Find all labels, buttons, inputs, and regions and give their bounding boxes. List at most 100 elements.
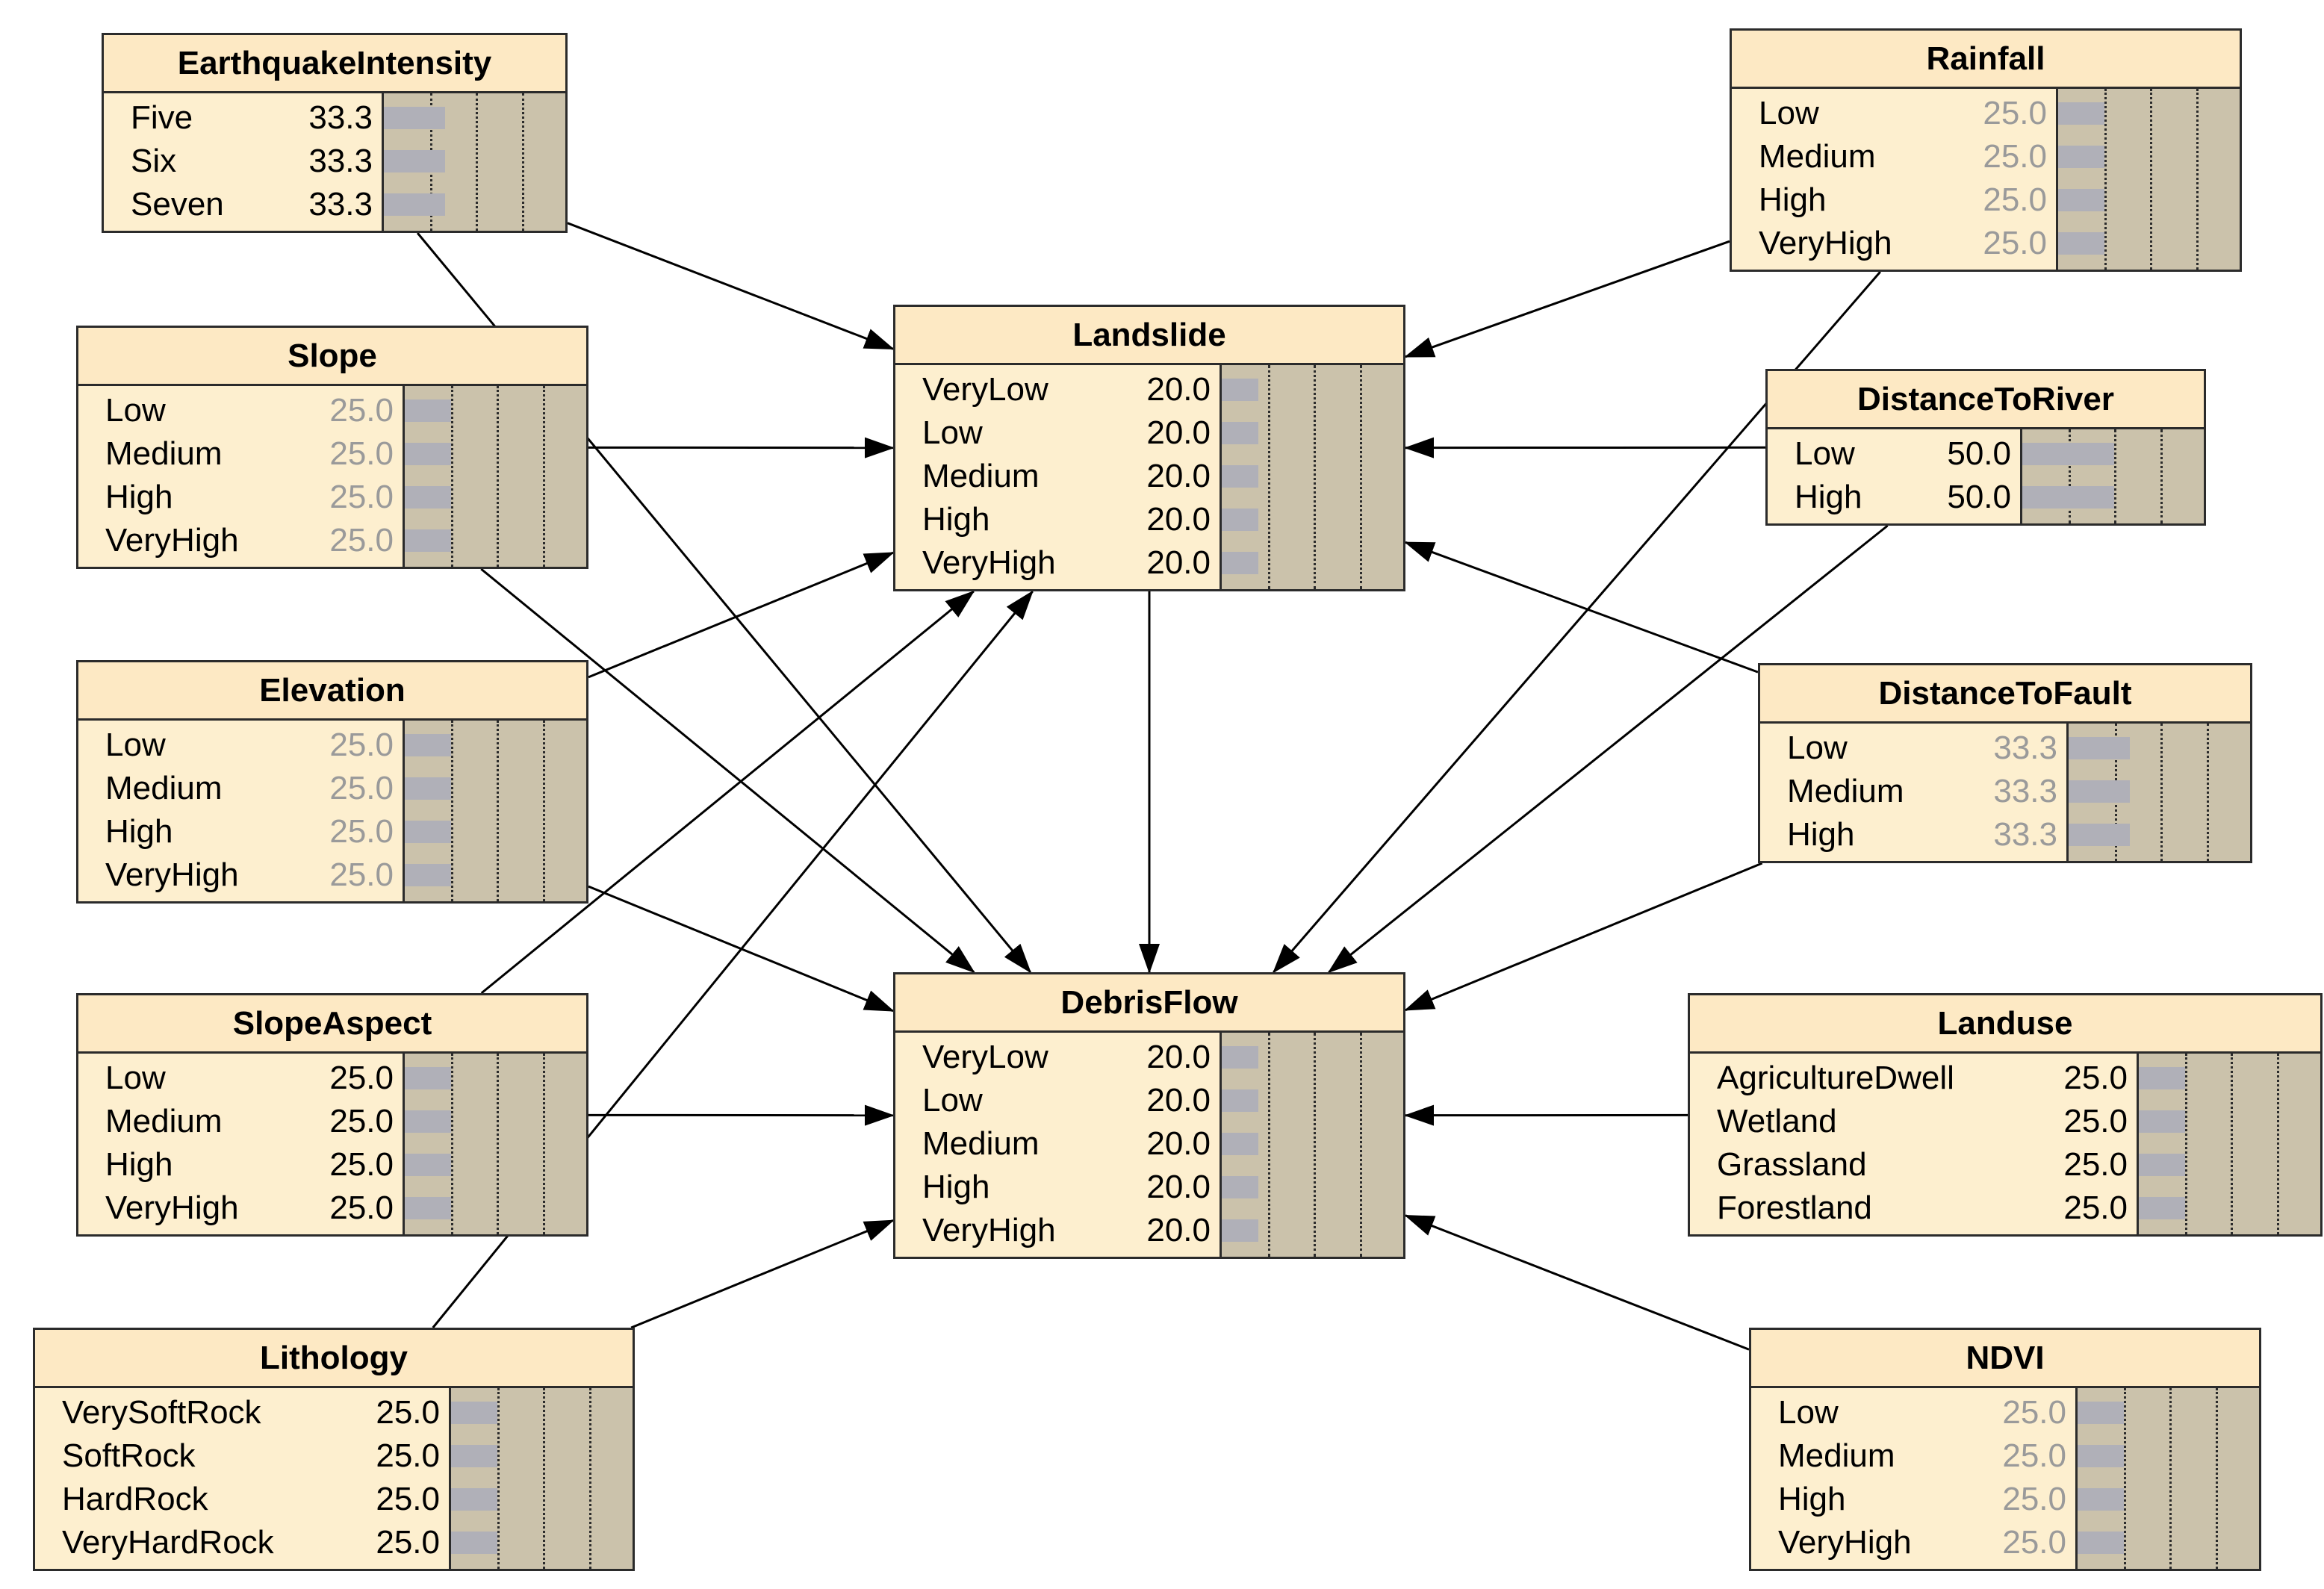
belief-bar xyxy=(1222,1133,1258,1155)
state-probability: 20.0 xyxy=(1146,1212,1211,1248)
bar-gridline xyxy=(2216,1388,2218,1569)
bar-gridline xyxy=(2124,1388,2126,1569)
belief-bar xyxy=(1222,422,1258,444)
bar-gridline xyxy=(451,1054,453,1234)
belief-bar xyxy=(1222,509,1258,531)
state-probability: 20.0 xyxy=(1146,501,1211,538)
belief-bar xyxy=(405,1067,451,1089)
belief-bar xyxy=(405,864,451,886)
bar-gridline xyxy=(1268,1033,1270,1257)
bar-gridline xyxy=(1314,365,1316,589)
belief-bar xyxy=(2078,1402,2124,1424)
belief-bar xyxy=(1222,1176,1258,1198)
bar-gridline xyxy=(1360,365,1362,589)
belief-bar xyxy=(2058,232,2104,255)
state-probability: 33.3 xyxy=(308,99,373,136)
state-probability: 20.0 xyxy=(1146,1125,1211,1162)
belief-bar xyxy=(2078,1445,2124,1467)
belief-bar xyxy=(384,150,445,172)
state-label: Medium xyxy=(105,770,223,806)
state-label: Low xyxy=(922,1082,983,1119)
state-row[interactable]: High 20.0 xyxy=(895,498,1220,541)
belief-bar-area xyxy=(2020,429,2204,523)
belief-bar xyxy=(405,1197,451,1219)
state-label: VeryLow xyxy=(922,1039,1048,1075)
node-title: Lithology xyxy=(35,1330,633,1388)
state-probability: 25.0 xyxy=(376,1481,440,1517)
belief-bar xyxy=(451,1445,497,1467)
state-probability: 25.0 xyxy=(329,435,394,472)
state-probability: 25.0 xyxy=(2002,1481,2066,1517)
state-probability: 25.0 xyxy=(2002,1394,2066,1431)
bar-gridline xyxy=(522,93,524,231)
state-label: VeryHigh xyxy=(105,1190,239,1226)
state-label: High xyxy=(922,501,990,538)
state-label: Low xyxy=(105,727,166,763)
edge-lithology-to-debrisflow xyxy=(630,1219,895,1329)
state-probability: 25.0 xyxy=(329,1060,394,1096)
state-label: SoftRock xyxy=(62,1437,196,1474)
state-row[interactable]: VeryLow 20.0 xyxy=(895,1036,1220,1079)
belief-bar xyxy=(2069,737,2130,759)
state-probability: 20.0 xyxy=(1146,1039,1211,1075)
belief-bar xyxy=(1222,1219,1258,1242)
